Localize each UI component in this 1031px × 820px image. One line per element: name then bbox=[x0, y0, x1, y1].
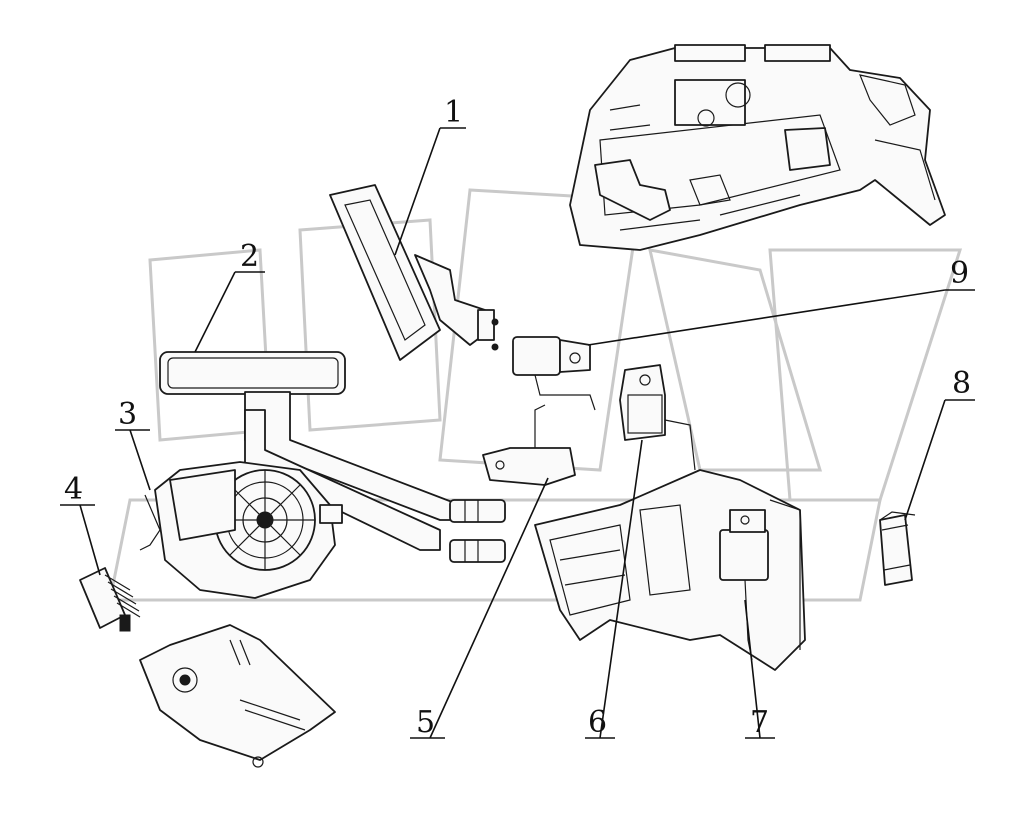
blower-motor bbox=[139, 461, 343, 599]
callout-7: 7 bbox=[750, 705, 769, 740]
actuator-6 bbox=[619, 364, 696, 471]
callout-8: 8 bbox=[952, 366, 971, 401]
callout-4: 4 bbox=[64, 472, 83, 507]
callout-5: 5 bbox=[416, 705, 435, 740]
actuator-9 bbox=[512, 336, 596, 411]
callout-6: 6 bbox=[588, 705, 607, 740]
blower-resistor bbox=[79, 567, 141, 632]
callout-3: 3 bbox=[118, 397, 137, 432]
callout-1: 1 bbox=[444, 95, 463, 130]
actuator-7 bbox=[719, 509, 769, 661]
actuator-5 bbox=[482, 404, 576, 486]
leader-lines bbox=[60, 127, 975, 739]
evaporator-core bbox=[159, 351, 506, 563]
blower-housing-cover bbox=[139, 624, 336, 768]
temperature-sensor bbox=[879, 511, 916, 586]
callout-labels: 1 2 3 4 5 6 7 8 9 bbox=[64, 95, 971, 740]
callout-2: 2 bbox=[240, 239, 259, 274]
heater-core bbox=[329, 184, 499, 361]
callout-9: 9 bbox=[950, 256, 969, 291]
hvac-housing-assembly bbox=[569, 44, 946, 251]
